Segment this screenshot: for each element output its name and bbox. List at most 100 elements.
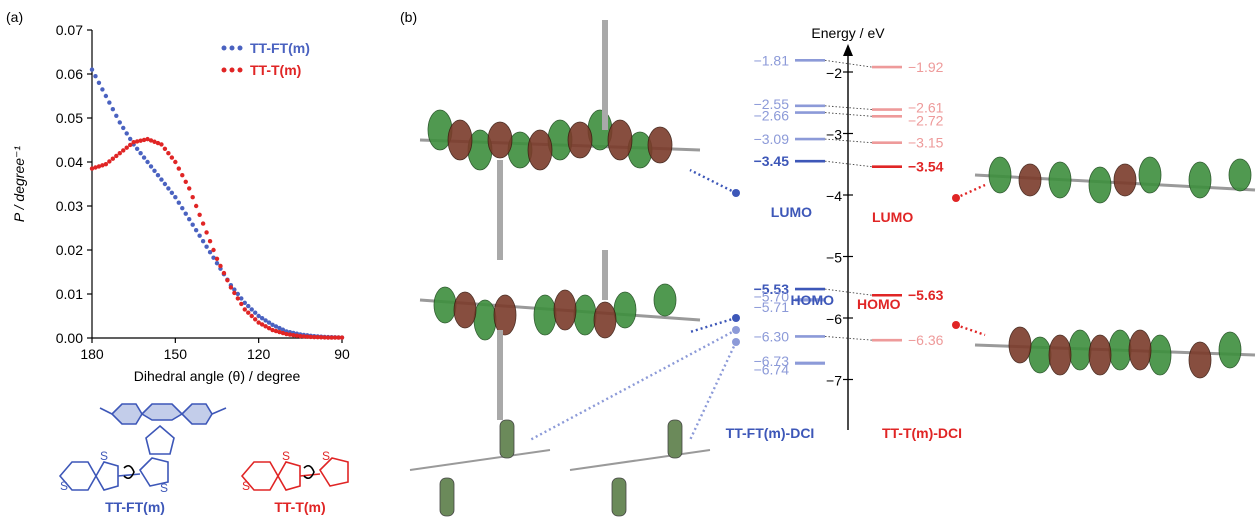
interpolated-point xyxy=(148,164,154,169)
interpolated-point xyxy=(246,303,251,309)
correlation-line xyxy=(824,138,873,144)
chart-a-legend: TT-FT(m) TT-T(m) xyxy=(221,40,310,78)
left-energy-label: −6.73 xyxy=(754,353,790,369)
energy-tick-label: −3 xyxy=(826,127,842,143)
interpolated-point xyxy=(134,139,140,144)
connector-right-homo xyxy=(955,323,986,337)
left-energy-label: −3.45 xyxy=(754,153,790,169)
interpolated-point xyxy=(225,278,230,283)
thiophene-ring xyxy=(318,457,349,487)
left-energy-label: −1.81 xyxy=(754,52,790,68)
legend-label: TT-T(m) xyxy=(250,62,301,78)
series-tt-t-m- xyxy=(89,136,345,340)
connector-dot xyxy=(732,326,740,334)
interpolated-point xyxy=(152,168,157,173)
x-tick-label: 150 xyxy=(164,346,188,362)
interpolated-point xyxy=(301,334,307,339)
right-energy-label: −3.54 xyxy=(908,159,944,175)
structure-label: TT-FT(m) xyxy=(105,499,165,515)
y-tick-label: 0.02 xyxy=(56,242,83,258)
interpolated-point xyxy=(322,335,327,340)
legend-entry-tt-ft-m: TT-FT(m) xyxy=(221,40,310,56)
interpolated-point xyxy=(273,324,279,329)
interpolated-point xyxy=(235,291,241,297)
sulfur-atom: S xyxy=(282,449,290,463)
data-point xyxy=(270,322,275,327)
interpolated-point xyxy=(207,239,213,244)
left-energy-label: −2.55 xyxy=(754,96,790,112)
legend-marker xyxy=(221,67,227,73)
right-energy-label: −3.15 xyxy=(908,135,944,151)
interpolated-point xyxy=(141,137,147,143)
connector-left-homo xyxy=(689,316,737,334)
interpolated-point xyxy=(246,310,251,315)
data-point xyxy=(89,67,95,72)
rotation-arrow-icon xyxy=(303,464,315,480)
connector-dot xyxy=(732,338,740,346)
correlation-line xyxy=(824,112,873,117)
interpolated-point xyxy=(121,148,126,153)
y-tick-label: 0.05 xyxy=(56,110,83,126)
legend-marker xyxy=(237,45,243,51)
interpolated-point xyxy=(183,211,188,216)
connector-dot xyxy=(952,194,960,202)
interpolated-point xyxy=(107,159,112,164)
interpolated-point xyxy=(127,142,133,148)
sulfur-atom: S xyxy=(100,449,108,463)
interpolated-point xyxy=(315,335,320,340)
legend-marker xyxy=(229,67,235,73)
energy-tick-label: −4 xyxy=(826,188,842,204)
interpolated-point xyxy=(211,247,216,253)
correlation-line xyxy=(824,288,873,296)
data-point xyxy=(103,93,109,99)
interpolated-point xyxy=(277,329,282,335)
left-energy-label: −5.71 xyxy=(754,299,790,315)
data-point xyxy=(200,221,206,226)
legend-marker xyxy=(229,45,235,51)
interpolated-point xyxy=(96,164,102,169)
interpolated-point xyxy=(162,181,168,187)
data-point xyxy=(214,256,220,261)
interpolated-point xyxy=(305,334,310,339)
interpolated-point xyxy=(169,155,175,160)
sulfur-atom: S xyxy=(322,449,330,463)
interpolated-point xyxy=(273,328,279,334)
structure-tt-ft-m: S S S TT-FT(m) xyxy=(58,403,227,515)
interpolated-point xyxy=(162,146,168,151)
interpolated-point xyxy=(249,307,254,312)
data-point xyxy=(214,261,220,266)
sulfur-atom: S xyxy=(60,479,68,493)
interpolated-point xyxy=(176,166,182,171)
interpolated-point xyxy=(263,318,268,323)
connector-dot xyxy=(732,189,740,197)
correlation-line xyxy=(824,105,873,110)
thiophene-ring xyxy=(138,457,169,487)
interpolated-point xyxy=(259,316,265,321)
chart-a-xlabel: Dihedral angle (θ) / degree xyxy=(134,368,301,384)
interpolated-point xyxy=(166,186,171,191)
chart-a-series xyxy=(89,67,345,340)
interpolated-point xyxy=(166,151,171,156)
interpolated-point xyxy=(169,190,175,195)
left-energy-label: −6.30 xyxy=(754,328,790,344)
interpolated-point xyxy=(107,100,112,105)
energy-tick-label: −7 xyxy=(826,373,842,389)
connector-left-lumo xyxy=(689,168,737,195)
interpolated-point xyxy=(124,145,129,150)
data-point xyxy=(187,186,192,191)
interpolated-point xyxy=(110,156,116,161)
legend-marker xyxy=(237,67,243,73)
data-point xyxy=(89,166,95,171)
interpolated-point xyxy=(204,244,209,249)
interpolated-point xyxy=(190,195,195,200)
connector-left-homo-2 xyxy=(688,341,738,441)
interpolated-point xyxy=(221,270,227,276)
interpolated-point xyxy=(207,250,213,255)
series-tt-ft-m- xyxy=(89,67,345,340)
data-point xyxy=(117,151,122,156)
interpolated-point xyxy=(336,335,341,340)
data-point xyxy=(131,140,136,145)
data-point xyxy=(228,285,234,290)
